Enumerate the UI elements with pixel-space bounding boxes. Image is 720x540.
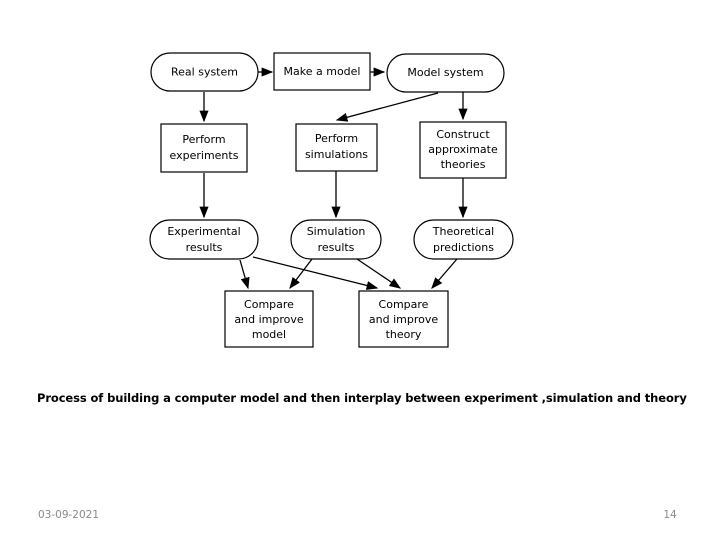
edge-simulation-results-to-compare-theory bbox=[356, 258, 402, 289]
node-experimental-results-label-line2: results bbox=[186, 241, 223, 254]
edge-theoretical-predictions-to-compare-theory bbox=[431, 258, 458, 289]
node-simulation-results[interactable]: Simulation results bbox=[290, 219, 382, 260]
edge-experimental-results-to-compare-theory bbox=[252, 256, 379, 290]
node-real-system[interactable]: Real system bbox=[150, 52, 259, 92]
footer-date: 03-09-2021 bbox=[38, 509, 100, 521]
node-experimental-results-label-line1: Experimental bbox=[167, 225, 240, 238]
node-simulation-results-label-line2: results bbox=[318, 241, 355, 254]
node-theoretical-predictions[interactable]: Theoretical predictions bbox=[413, 219, 514, 260]
edge-layer bbox=[199, 67, 468, 290]
node-make-a-model[interactable]: Make a model bbox=[273, 52, 371, 91]
node-simulation-results-label-line1: Simulation bbox=[307, 225, 366, 238]
node-experimental-results[interactable]: Experimental results bbox=[149, 219, 259, 260]
node-theoretical-predictions-label-line2: predictions bbox=[433, 241, 494, 254]
node-theoretical-predictions-label-line1: Theoretical bbox=[432, 225, 494, 238]
node-perform-simulations[interactable]: Perform simulations bbox=[295, 123, 378, 172]
node-perform-experiments-label-line1: Perform bbox=[182, 133, 225, 146]
node-construct-theories-label-line2: approximate bbox=[428, 143, 498, 156]
edge-simulation-results-to-compare-model bbox=[289, 258, 313, 290]
node-perform-simulations-label-line2: simulations bbox=[305, 148, 368, 161]
edge-experimental-results-to-compare-model bbox=[239, 259, 250, 290]
node-compare-model-label-line3: model bbox=[252, 328, 286, 341]
node-compare-and-improve-model[interactable]: Compare and improve model bbox=[224, 290, 314, 348]
node-model-system-label: Model system bbox=[407, 66, 483, 79]
process-flowchart: Real system Make a model Model system Pe… bbox=[149, 52, 514, 348]
node-compare-theory-label-line1: Compare bbox=[379, 298, 429, 311]
node-perform-experiments[interactable]: Perform experiments bbox=[160, 123, 248, 173]
node-compare-model-label-line1: Compare bbox=[244, 298, 294, 311]
node-perform-simulations-label-line1: Perform bbox=[315, 132, 358, 145]
node-compare-theory-label-line2: and improve bbox=[369, 313, 438, 326]
node-model-system[interactable]: Model system bbox=[386, 53, 505, 93]
node-real-system-label: Real system bbox=[171, 66, 238, 79]
node-make-a-model-label: Make a model bbox=[284, 65, 361, 78]
node-perform-experiments-label-line2: experiments bbox=[170, 149, 239, 162]
node-construct-approximate-theories[interactable]: Construct approximate theories bbox=[419, 121, 507, 179]
node-construct-theories-label-line1: Construct bbox=[436, 128, 490, 141]
node-compare-and-improve-theory[interactable]: Compare and improve theory bbox=[358, 290, 449, 348]
node-compare-theory-label-line3: theory bbox=[386, 328, 422, 341]
edge-model-system-to-perform-simulations bbox=[335, 92, 439, 122]
footer-page-number: 14 bbox=[663, 509, 677, 521]
node-compare-model-label-line2: and improve bbox=[234, 313, 303, 326]
node-construct-theories-label-line3: theories bbox=[441, 158, 486, 171]
slide-caption: Process of building a computer model and… bbox=[37, 391, 687, 405]
